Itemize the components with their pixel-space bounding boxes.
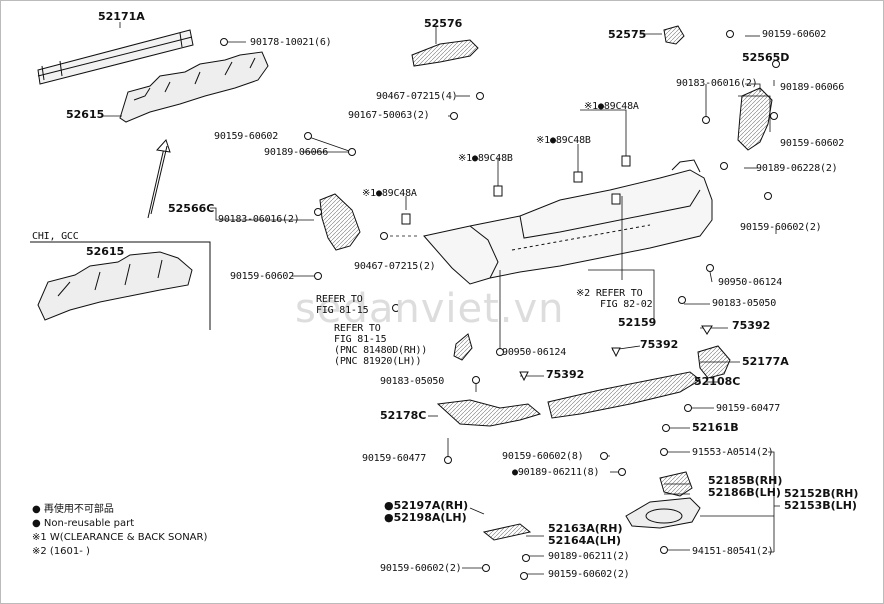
part-label-91553-A0514[interactable]: 91553-A0514(2) [692,447,774,458]
part-label-90950-06124-a[interactable]: 90950-06124 [718,277,783,288]
part-label-75392-b[interactable]: 75392 [640,338,679,351]
part-label-90189-06066-a[interactable]: 90189-06066 [780,82,845,93]
clip-52575 [663,25,685,45]
refer-81-15b-line3: (PNC 81480D(RH)) [334,345,428,356]
bracket-52565D [737,87,773,151]
strip-52163A [482,523,532,541]
part-label-52186B[interactable]: 52186B(LH) [708,486,781,499]
part-label-52178C[interactable]: 52178C [380,409,427,422]
refer-81-15b-line1[interactable]: REFER TO [334,323,381,334]
part-label-52163A[interactable]: 52163A(RH) [548,522,623,535]
part-label-90467-07215-b[interactable]: 90467-07215(2) [354,261,436,272]
refer-81-15a-line1[interactable]: REFER TO [316,294,363,305]
watermark: sedanviet.vn [295,286,565,332]
part-label-90159-60602-h[interactable]: 90159-60602(2) [548,569,630,580]
part-label-89C48A-b[interactable]: ※1●89C48A [362,188,417,199]
part-label-90950-06124-b[interactable]: 90950-06124 [502,347,567,358]
part-label-52575[interactable]: 52575 [608,28,647,41]
part-label-90159-60602-e[interactable]: 90159-60602 [230,271,295,282]
part-label-75392-c[interactable]: 75392 [546,368,585,381]
legend-non-reusable-jp: ● 再使用不可部品 [32,504,114,515]
part-label-52566C[interactable]: 52566C [168,202,215,215]
part-label-90183-05050-a[interactable]: 90183-05050 [712,298,777,309]
lower-panel-52178C [436,399,542,427]
part-label-52153B[interactable]: 52153B(LH) [784,499,857,512]
part-label-90159-60602-c[interactable]: 90159-60602 [214,131,279,142]
part-label-52159[interactable]: 52159 [618,316,657,329]
refer-82-02-line2[interactable]: FIG 82-02 [600,299,653,310]
part-label-90159-60602-f[interactable]: 90159-60602(8) [502,451,584,462]
part-label-75392-a[interactable]: 75392 [732,319,771,332]
part-label-90189-06228[interactable]: 90189-06228(2) [756,163,838,174]
part-label-90178-10021[interactable]: 90178-10021(6) [250,37,332,48]
part-label-52164A[interactable]: 52164A(LH) [548,534,622,547]
reflector [453,333,473,361]
part-label-90183-05050-b[interactable]: 90183-05050 [380,376,445,387]
part-label-90189-06066-b[interactable]: 90189-06066 [264,147,329,158]
part-label-52197A[interactable]: ●52197A(RH) [384,499,469,512]
lower-panel-52108C [547,371,701,419]
part-label-90183-06016-b[interactable]: 90183-06016(2) [218,214,300,225]
refer-81-15b-line4: (PNC 81920(LH)) [334,356,422,367]
part-label-52615-a[interactable]: 52615 [66,108,105,121]
part-label-90159-60602-g[interactable]: 90159-60602(2) [380,563,462,574]
bracket-52576 [411,39,479,67]
part-label-90159-60477-a[interactable]: 90159-60477 [716,403,781,414]
absorber-52615-bottom [37,251,193,321]
part-label-89C48B-b[interactable]: ※1●89C48B [458,153,513,164]
part-label-52108C[interactable]: 52108C [694,375,741,388]
part-label-89C48A-a[interactable]: ※1●89C48A [584,101,639,112]
part-label-52565D[interactable]: 52565D [742,51,790,64]
bracket-52566C [319,193,361,251]
part-label-90159-60477-b[interactable]: 90159-60477 [362,453,427,464]
legend-note-2: ※2 (1601- ) [32,546,90,557]
variant-label-chi-gcc: CHI, GCC [32,231,79,242]
part-label-52576[interactable]: 52576 [424,17,463,30]
part-label-90189-06211-a[interactable]: ●90189-06211(8) [512,467,600,478]
part-label-90159-60602-b[interactable]: 90159-60602 [780,138,845,149]
part-label-90183-06016-a[interactable]: 90183-06016(2) [676,78,758,89]
part-label-52198A[interactable]: ●52198A(LH) [384,511,467,524]
part-label-52177A[interactable]: 52177A [742,355,789,368]
legend-note-1: ※1 W(CLEARANCE & BACK SONAR) [32,532,208,543]
refer-81-15a-line2[interactable]: FIG 81-15 [316,305,369,316]
part-label-90159-60602-d[interactable]: 90159-60602(2) [740,222,822,233]
part-label-52615-b[interactable]: 52615 [86,245,125,258]
part-label-52185B[interactable]: 52185B(RH) [708,474,783,487]
reinforcement-beam-52171A [37,29,194,85]
part-label-52161B[interactable]: 52161B [692,421,739,434]
bumper-cover-52159 [423,159,713,285]
absorber-52615-top [119,51,269,123]
refer-81-15b-line2[interactable]: FIG 81-15 [334,334,387,345]
legend-non-reusable-en: ● Non-reusable part [32,518,135,529]
legend: ● 再使用不可部品 ● Non-reusable part ※1 W(CLEAR… [32,503,207,559]
refer-82-02-line1[interactable]: ※2 REFER TO [576,288,643,299]
garnish-52152B [625,497,701,529]
part-label-94151-80541[interactable]: 94151-80541(2) [692,546,774,557]
part-label-90159-60602-a[interactable]: 90159-60602 [762,29,827,40]
part-label-90167-50063[interactable]: 90167-50063(2) [348,110,430,121]
part-label-90189-06211-b[interactable]: 90189-06211(2) [548,551,630,562]
part-label-90467-07215-a[interactable]: 90467-07215(4) [376,91,458,102]
part-label-52171A[interactable]: 52171A [98,10,145,23]
part-label-89C48B-a[interactable]: ※1●89C48B [536,135,591,146]
part-label-52152B[interactable]: 52152B(RH) [784,487,859,500]
